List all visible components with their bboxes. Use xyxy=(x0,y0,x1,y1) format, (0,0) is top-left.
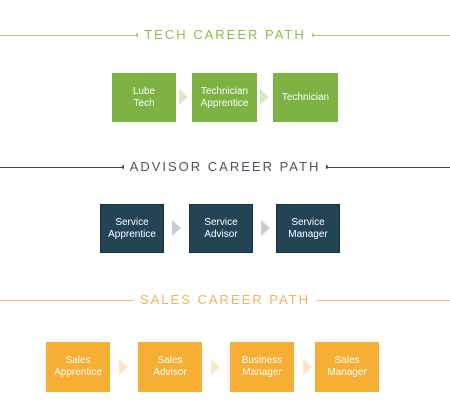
heading-rule-right xyxy=(326,167,450,168)
heading-rule-right xyxy=(314,300,450,301)
tech-career-path-heading: TECH CAREER PATH xyxy=(0,27,450,42)
heading-rule-left xyxy=(0,300,136,301)
advisor-step-service-apprentice: Service Apprentice xyxy=(100,204,164,253)
advisor-step-service-advisor: Service Advisor xyxy=(189,204,253,253)
tech-step-technician-apprentice: Technician Apprentice xyxy=(192,73,257,122)
sales-step-sales-apprentice: Sales Apprentice xyxy=(46,342,110,392)
advisor-arrow-2 xyxy=(261,220,270,236)
heading-rule-dot-left xyxy=(136,33,140,37)
sales-step-sales-advisor: Sales Advisor xyxy=(138,342,202,392)
advisor-career-path-heading: ADVISOR CAREER PATH xyxy=(0,159,450,174)
tech-heading-text: TECH CAREER PATH xyxy=(138,27,312,42)
sales-career-path-heading: SALES CAREER PATH xyxy=(0,292,450,307)
sales-step-business-manager: Business Manager xyxy=(230,342,294,392)
heading-rule-dot-right xyxy=(324,165,328,169)
heading-rule-left xyxy=(0,35,138,36)
heading-rule-right xyxy=(312,35,450,36)
advisor-step-service-manager: Service Manager xyxy=(276,204,340,253)
advisor-heading-text: ADVISOR CAREER PATH xyxy=(123,159,327,174)
sales-arrow-3 xyxy=(303,359,312,375)
sales-arrow-1 xyxy=(119,359,128,375)
heading-rule-dot-right xyxy=(310,33,314,37)
sales-arrow-2 xyxy=(211,359,220,375)
tech-arrow-2 xyxy=(260,89,269,105)
sales-heading-text: SALES CAREER PATH xyxy=(133,292,317,307)
tech-arrow-1 xyxy=(179,89,188,105)
heading-rule-left xyxy=(0,167,124,168)
advisor-arrow-1 xyxy=(172,220,181,236)
sales-step-sales-manager: Sales Manager xyxy=(315,342,379,392)
tech-step-technician: Technician xyxy=(273,73,338,122)
tech-step-lube-tech: Lube Tech xyxy=(112,73,176,122)
